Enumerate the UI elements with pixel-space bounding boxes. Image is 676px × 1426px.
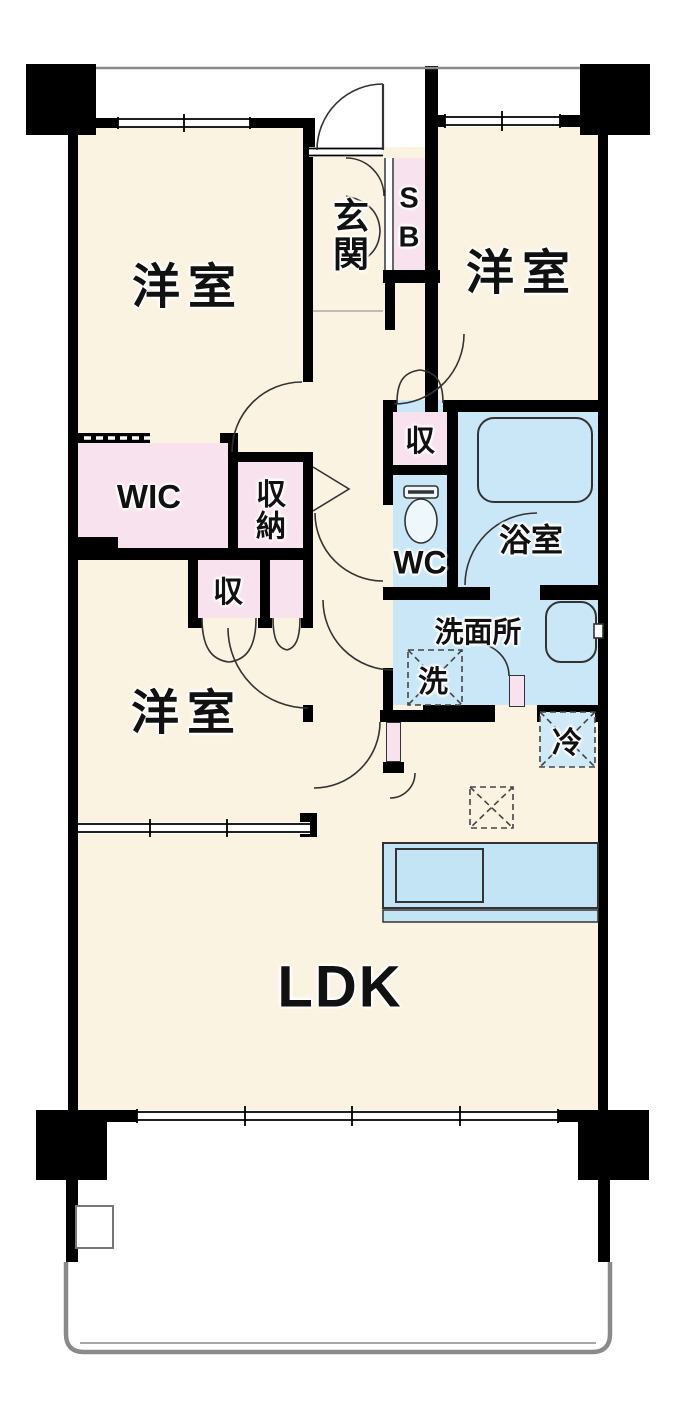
label-refrigerator: 冷	[552, 727, 582, 760]
door-bathroom	[464, 512, 538, 586]
room-area-closet-service	[393, 412, 447, 465]
wall	[423, 705, 495, 722]
wall	[447, 412, 458, 597]
door-arcs	[201, 83, 538, 799]
wall	[383, 400, 397, 412]
fixtures	[382, 417, 604, 923]
label-closet-service: 収	[405, 425, 435, 458]
room-label-top-right: 洋室	[465, 247, 579, 300]
room-label-bottom-left: 洋室	[130, 687, 244, 740]
wall	[383, 762, 404, 773]
window-top-right	[444, 111, 561, 131]
partition-bottom-room-ldk	[78, 819, 310, 837]
window-ldk-balcony	[136, 1106, 559, 1126]
room-area-closet	[238, 462, 303, 557]
closet-small-2-butterfly	[272, 617, 301, 651]
wall	[260, 560, 270, 618]
wall	[380, 710, 423, 722]
closet-bifold	[312, 466, 351, 512]
closet-small-1-butterfly	[201, 617, 257, 663]
room-area-closet-small-2	[270, 560, 303, 618]
door-washroom-kitchen	[476, 643, 510, 677]
washing-machine-area	[407, 649, 463, 706]
door-washroom	[322, 599, 394, 671]
room-label-bathroom: 浴室	[498, 522, 564, 558]
balcony	[63, 1180, 613, 1355]
label-washing-machine: 洗	[418, 666, 448, 699]
door-leaf-washroom-kitchen	[509, 675, 525, 707]
wall	[303, 128, 313, 382]
room-label-closet: 収納	[251, 478, 284, 542]
door-hall-ldk-small	[389, 772, 416, 799]
wall	[303, 452, 313, 625]
room-label-ldk: LDK	[277, 954, 403, 1020]
wall	[258, 618, 272, 628]
washbasin-icon	[545, 601, 604, 663]
shoe-box-bifold	[345, 195, 381, 267]
door-leaf-hall-ldk	[386, 722, 401, 762]
label-shoe-box-s: S	[399, 182, 419, 215]
window-top-left	[117, 114, 251, 132]
bathtub-icon	[477, 417, 593, 503]
door-room-top-left	[231, 381, 303, 453]
refrigerator-area	[539, 711, 596, 768]
entry-door	[316, 83, 385, 151]
kitchen-counter-icon	[382, 842, 599, 923]
room-label-washroom: 洗面所	[434, 617, 522, 649]
label-closet-small-1: 収	[213, 576, 243, 609]
shoe-box-door-arc	[345, 157, 385, 197]
room-label-top-left: 洋室	[131, 261, 245, 314]
wall	[228, 433, 238, 557]
wall	[383, 400, 393, 505]
wall	[540, 585, 598, 600]
toilet-icon	[403, 485, 439, 544]
door-room-top-right	[393, 333, 465, 405]
wall	[383, 668, 393, 722]
wall	[598, 115, 608, 1120]
wall	[383, 587, 490, 600]
wall	[301, 618, 313, 628]
wall	[188, 560, 198, 618]
wall	[303, 705, 313, 722]
room-label-wic: WIC	[116, 478, 182, 515]
room-area-shoe-box	[394, 158, 425, 270]
room-label-entrance: 玄関	[328, 197, 369, 273]
room-area-closet-small-1	[198, 560, 260, 618]
wall	[383, 270, 440, 283]
balcony-hatch	[75, 1205, 114, 1249]
door-wc	[314, 512, 384, 582]
wall	[188, 618, 202, 628]
wall	[78, 548, 313, 560]
label-shoe-box-b: B	[398, 221, 420, 254]
closet-service-butterfly	[396, 369, 444, 404]
shoe-box-front	[384, 158, 394, 270]
wall	[443, 400, 598, 412]
wall	[425, 66, 438, 412]
door-room-bottom-left	[227, 627, 309, 709]
wall	[68, 118, 78, 1120]
windows	[78, 111, 561, 1126]
entry-threshold	[309, 147, 383, 157]
wall	[385, 283, 395, 330]
room-label-wc: WC	[393, 544, 447, 581]
kitchen-appliance-area	[469, 786, 514, 829]
door-hall-ldk	[313, 721, 381, 789]
entrance-porch	[313, 60, 427, 147]
wall	[383, 465, 458, 475]
wall	[238, 452, 303, 462]
